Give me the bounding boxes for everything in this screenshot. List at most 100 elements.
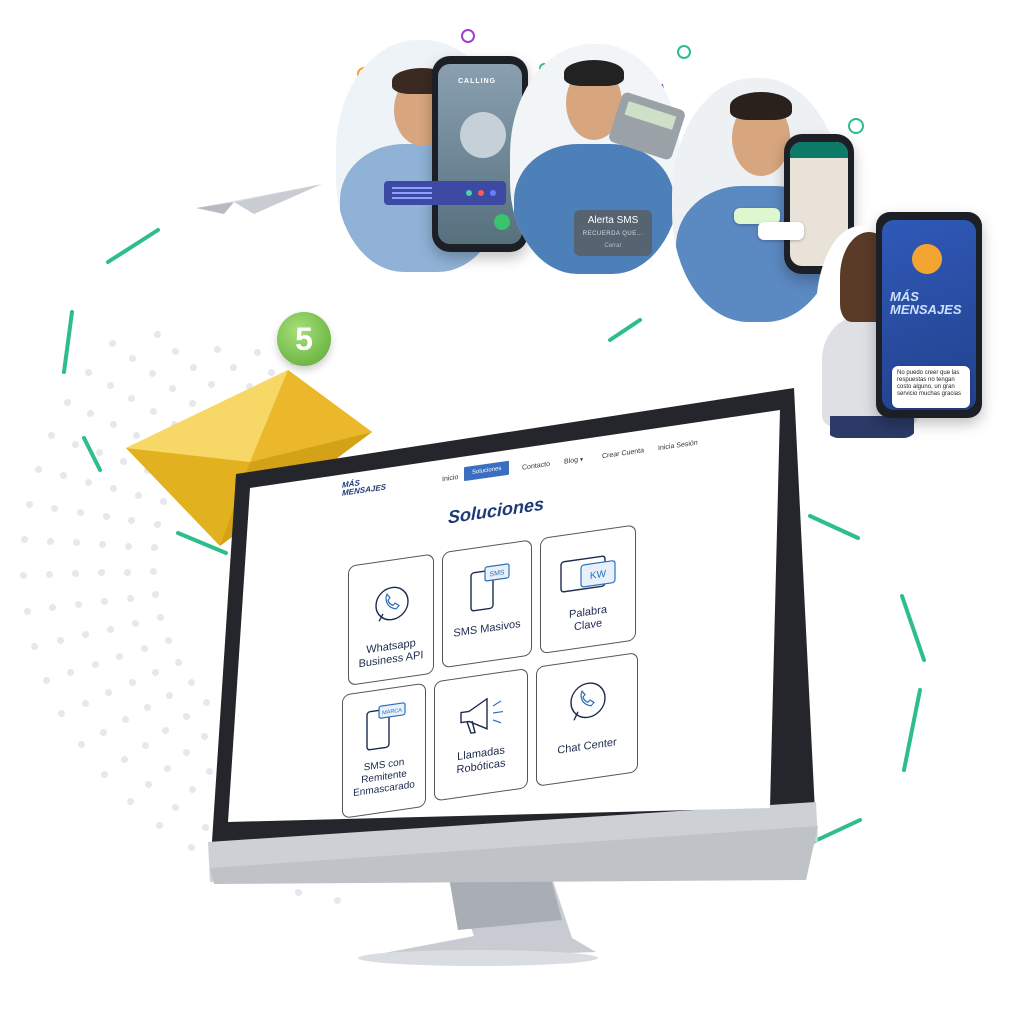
decorative-dot (126, 797, 134, 805)
decorative-dot (334, 896, 341, 904)
testimonial-bubble: No puedo creer que las respuestas no ten… (892, 366, 970, 408)
decorative-dot (150, 544, 158, 552)
masked-icon-text: MARCA (382, 708, 402, 717)
decorative-dot (164, 765, 172, 773)
decorative-dot (72, 570, 80, 578)
decorative-dot (151, 668, 159, 676)
decorative-dot (58, 709, 66, 717)
decorative-dot (42, 676, 50, 684)
decorative-dot (182, 748, 190, 756)
decorative-dot (128, 516, 136, 524)
decorative-dot (98, 541, 106, 549)
decorative-dot (34, 465, 42, 473)
decorative-dot (124, 568, 132, 576)
decorative-dot (150, 567, 158, 575)
decorative-dot (133, 432, 141, 440)
decorative-dot (132, 620, 140, 628)
decorative-dot (152, 591, 160, 599)
decorative-dot (187, 843, 195, 851)
decorative-dot (128, 394, 136, 402)
decorative-dot (148, 370, 156, 378)
decorative-dot (134, 491, 142, 499)
decorative-dot (214, 345, 222, 353)
card-label: Clave (573, 617, 603, 634)
masked-sender-icon: MARCA (366, 702, 406, 751)
decorative-dot (168, 385, 176, 393)
nav-inicio[interactable]: Inicio (442, 473, 459, 484)
decorative-dot (155, 821, 163, 829)
decorative-dot (84, 368, 92, 376)
decorative-dot (189, 786, 197, 794)
decorative-dot (157, 614, 165, 622)
decorative-dot (46, 571, 54, 579)
card-label: SMS Masivos (453, 618, 521, 640)
decorative-dot (121, 716, 129, 724)
decorative-dot (202, 824, 210, 832)
sms-icon-text: SMS (489, 569, 504, 578)
decorative-dot (84, 478, 92, 486)
decorative-dot (162, 727, 170, 735)
nav-inicia-sesion[interactable]: Inicia Sesión (658, 439, 698, 453)
decorative-dot (102, 512, 110, 520)
decorative-dot (49, 604, 57, 612)
decorative-dot (128, 355, 136, 363)
page-title: Soluciones (448, 493, 545, 528)
card-chat-center[interactable]: Chat Center (536, 652, 638, 787)
decorative-dot (67, 668, 75, 676)
decorative-dot (77, 741, 85, 749)
chevron-down-icon: ▾ (579, 457, 583, 464)
decorative-dot (246, 382, 254, 390)
decorative-dot (95, 449, 103, 457)
decorative-dot (106, 625, 114, 633)
nav-soluciones[interactable]: Soluciones (464, 460, 510, 482)
decorative-dot (295, 888, 303, 896)
decorative-dot (154, 330, 162, 338)
decorative-dot (20, 536, 28, 544)
decorative-dot (172, 347, 180, 355)
decorative-dot (126, 594, 134, 602)
phone-logo-line2: MENSAJES (890, 302, 962, 317)
calling-label: CALLING (458, 78, 497, 85)
decorative-dot (56, 637, 64, 645)
decorative-dot (121, 756, 129, 764)
nav-blog[interactable]: Blog ▾ (564, 456, 583, 466)
decorative-dot (72, 539, 80, 547)
chat-bubble (734, 208, 780, 224)
alert-close: Cerrar (604, 243, 622, 249)
decorative-dot (76, 508, 84, 516)
nav-blog-label: Blog (564, 456, 579, 466)
decorative-dot (267, 369, 275, 377)
decorative-dot (59, 472, 67, 480)
decorative-dot (208, 381, 216, 389)
decorative-dot (75, 601, 83, 609)
decorative-dot (105, 689, 113, 697)
decorative-dot (205, 768, 213, 776)
decorative-dot (128, 679, 136, 687)
nav-contacto[interactable]: Contacto (522, 460, 551, 472)
decorative-dot (109, 485, 117, 493)
phone-logo-line1: MÁS (890, 289, 919, 304)
decorative-dot (91, 660, 99, 668)
decorative-dot (149, 408, 157, 415)
decorative-dot (116, 652, 124, 660)
decorative-dot (81, 631, 89, 639)
decorative-dot (145, 781, 153, 789)
decorative-dot (99, 728, 107, 736)
decorative-dot (100, 597, 108, 605)
decorative-dot (172, 804, 180, 812)
nav-crear-cuenta[interactable]: Crear Cuenta (602, 447, 645, 461)
decorative-dot (20, 571, 28, 579)
decorative-dot (71, 440, 79, 448)
card-sms-masivos[interactable]: SMS SMS Masivos (442, 539, 532, 669)
site-logo[interactable]: MÁS MENSAJES (342, 475, 386, 498)
chat-icon (570, 682, 606, 721)
decorative-dot (25, 500, 33, 508)
website-content: MÁS MENSAJES Inicio Soluciones Contacto … (250, 342, 790, 820)
sms-alert-card: Alerta SMS RECUERDA QUE... Cerrar (574, 210, 652, 256)
decorative-dot (182, 712, 190, 720)
